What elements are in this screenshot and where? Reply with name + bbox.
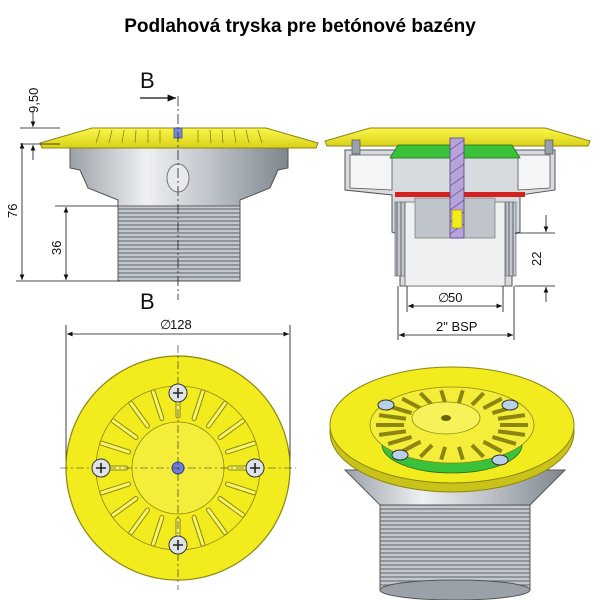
- iso-slot: [482, 396, 503, 411]
- screw-cross-icon: [173, 388, 183, 398]
- flange-slot-fill: [207, 401, 227, 428]
- section-mark-top: B: [140, 68, 155, 93]
- top-view: ∅ 128: [60, 317, 296, 590]
- flange-slot-fill: [225, 441, 256, 454]
- dim-128: [65, 325, 291, 468]
- iso-slot: [491, 435, 517, 446]
- flange-slot-fill: [192, 390, 205, 421]
- dim-diameter-symbol-128: ∅: [160, 317, 171, 332]
- iso-slot: [401, 396, 422, 411]
- iso-slot: [456, 389, 465, 404]
- thread-body: [117, 204, 241, 282]
- flange-slot-fill: [225, 482, 256, 495]
- iso-slot: [456, 446, 465, 461]
- iso-screw-icon: [391, 449, 409, 461]
- dim-label-diameter-inner: 50: [448, 290, 462, 305]
- section-view: 22 ∅ 50 2" BSP: [324, 127, 591, 340]
- flange-slot-fill: [151, 390, 164, 421]
- flange-slot-fill: [100, 441, 131, 454]
- dim-36: [55, 205, 118, 280]
- dim-label-thread-size: 2" BSP: [436, 319, 477, 334]
- section-wall-left: [349, 154, 393, 191]
- flange-slot-fill: [129, 508, 149, 535]
- screw-left: [351, 139, 361, 155]
- iso-screw-icon: [377, 399, 395, 411]
- iso-slot: [401, 439, 422, 454]
- dim-diameter-symbol-50: ∅: [438, 290, 449, 305]
- iso-slot: [387, 435, 413, 446]
- flange-slot-fill: [100, 482, 131, 495]
- flange-slot-fill: [207, 508, 227, 535]
- flange-slot-fill: [111, 419, 138, 439]
- section-yellow-top: [324, 127, 591, 147]
- dim-label-height-total: 76: [5, 204, 20, 218]
- screw-right: [544, 139, 554, 155]
- iso-slot: [378, 413, 407, 421]
- dim-bsp: [397, 286, 515, 340]
- iso-slot: [378, 429, 407, 437]
- iso-slot: [497, 429, 526, 437]
- iso-screw-icon: [491, 454, 509, 466]
- dim-76: [16, 143, 120, 282]
- screw-cross-icon: [173, 540, 183, 550]
- flange-slot-fill: [151, 515, 164, 546]
- dim-label-diameter-flange: 128: [170, 317, 192, 332]
- dim-22: [515, 215, 555, 302]
- dim-label-height-thread: 36: [49, 241, 64, 255]
- iso-slot: [470, 443, 485, 459]
- iso-center-hole-icon: [441, 415, 451, 421]
- iso-thread-bottom: [379, 579, 531, 600]
- section-thread-left: [394, 201, 406, 277]
- iso-screw-heads: [377, 399, 519, 466]
- section-thread-right: [505, 201, 517, 277]
- iso-thread: [379, 499, 531, 591]
- side-flange-ribs: [95, 129, 263, 144]
- screw-cross-icon: [250, 463, 260, 473]
- flange-slot-fill: [129, 401, 149, 428]
- section-wall-right: [517, 154, 551, 191]
- perspective-view: [329, 366, 575, 600]
- screw-heads: [91, 383, 265, 555]
- yellow-insert: [451, 209, 463, 229]
- side-view: B B 9,50 76 36: [5, 68, 319, 314]
- flange-slot-fill: [218, 497, 245, 517]
- dim-9-50: [20, 112, 60, 160]
- page-title: Podlahová tryska pre betónové bazény: [124, 16, 476, 37]
- iso-slot: [419, 443, 434, 459]
- flange-slot-fill: [111, 497, 138, 517]
- iso-slot: [482, 439, 503, 454]
- iso-slot: [470, 391, 485, 407]
- screw-cross-icon: [96, 463, 106, 473]
- section-mark-bottom: B: [140, 289, 155, 314]
- iso-slot: [497, 413, 526, 421]
- dim-50: [406, 286, 504, 312]
- iso-slot: [439, 389, 448, 404]
- dim-label-height-right: 22: [529, 252, 544, 266]
- iso-slot: [439, 446, 448, 461]
- iso-slot: [419, 391, 434, 407]
- flange-slot-fill: [218, 419, 245, 439]
- iso-screw-icon: [501, 399, 519, 411]
- flange-slot-fill: [192, 515, 205, 546]
- dim-label-height-top: 9,50: [26, 88, 41, 113]
